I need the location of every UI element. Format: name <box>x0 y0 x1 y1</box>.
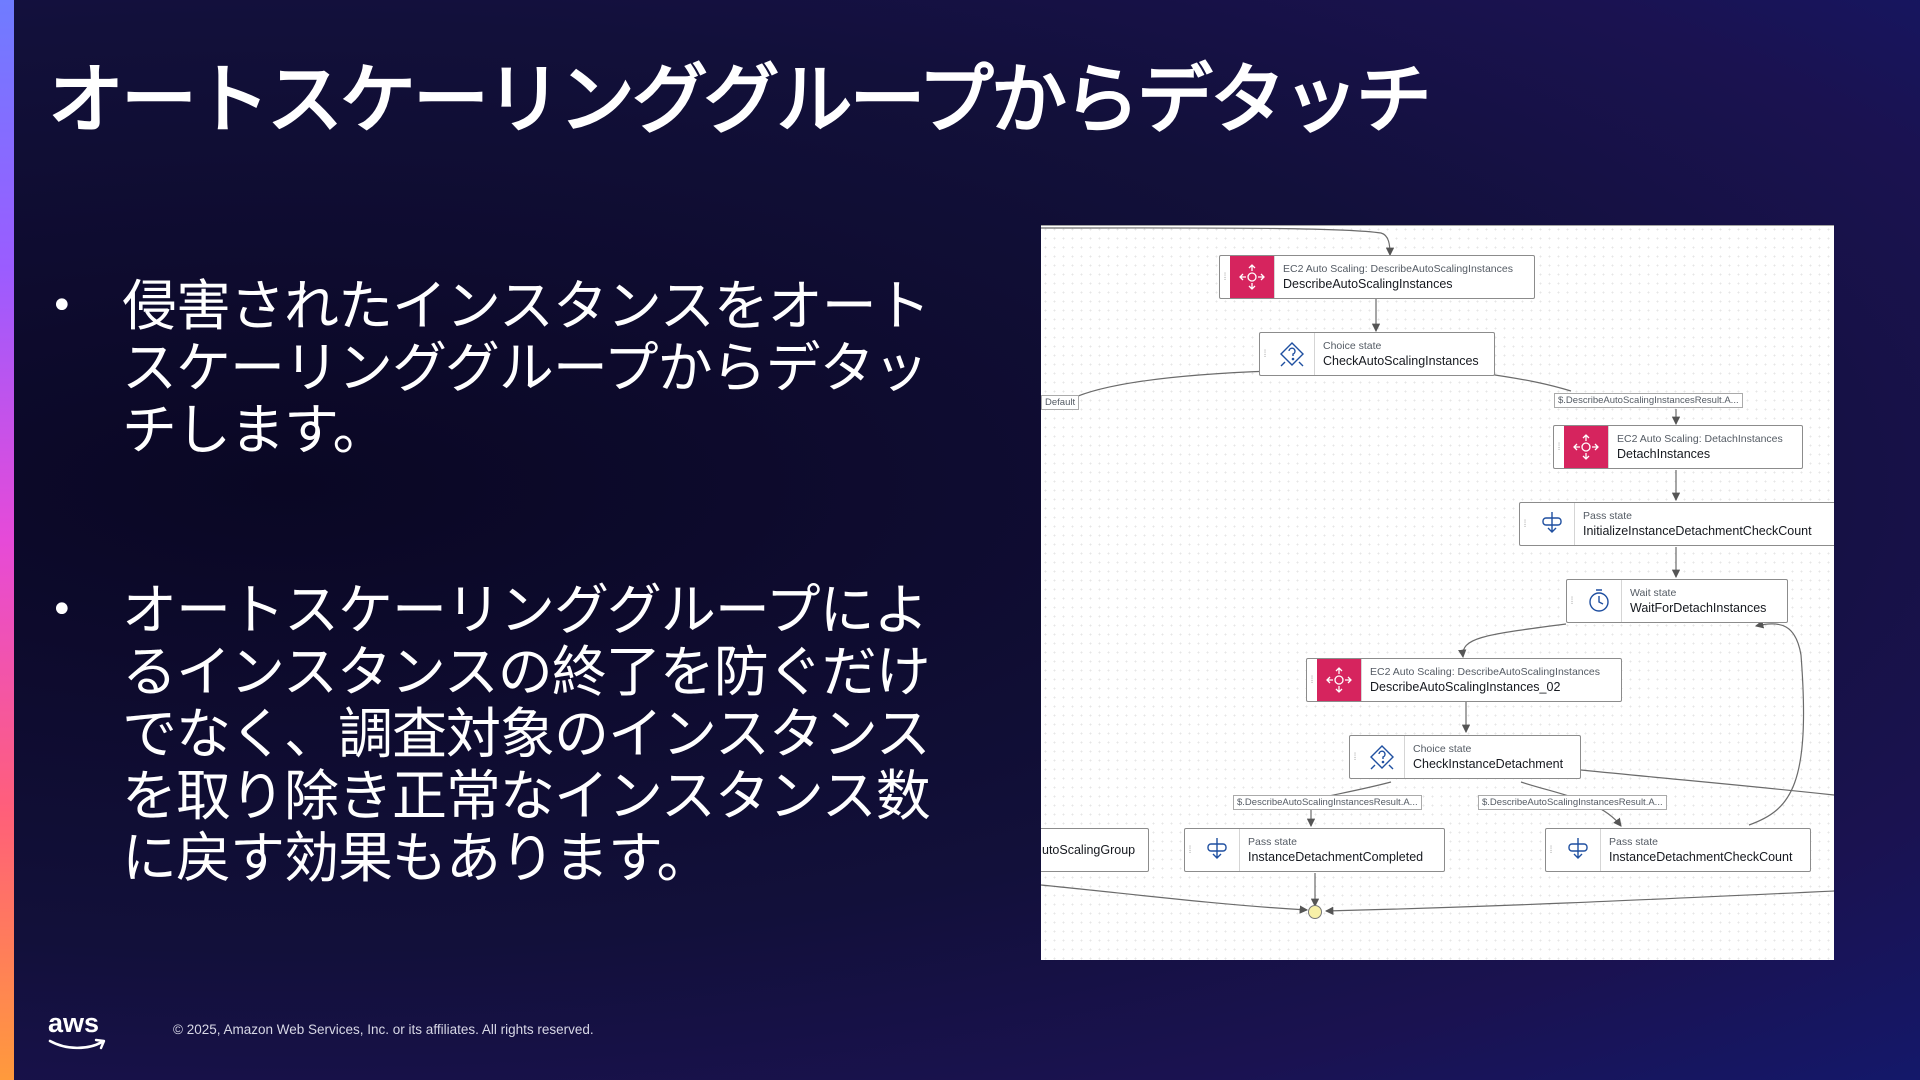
pass-state-icon <box>1556 829 1601 871</box>
node-type-label: EC2 Auto Scaling: DetachInstances <box>1617 432 1783 445</box>
node-describe-auto-scaling-instances[interactable]: ⁞ EC2 Auto Scaling: DescribeAutoScalingI… <box>1219 255 1535 299</box>
node-name-label: CheckAutoScalingInstances <box>1323 353 1479 368</box>
node-check-instance-detachment[interactable]: ⁞ Choice state CheckInstanceDetachment <box>1349 735 1581 779</box>
node-type-label: Pass state <box>1583 509 1633 522</box>
drag-handle-icon[interactable]: ⁞ <box>1188 844 1192 856</box>
node-type-label: Choice state <box>1413 742 1472 755</box>
edge-wait-to-describe2 <box>1458 623 1567 659</box>
aws-logo-text: aws <box>48 1008 100 1038</box>
node-name-label: InstanceDetachmentCompleted <box>1248 849 1424 864</box>
edge-right-to-end <box>1324 890 1834 916</box>
edge-left-to-end <box>1041 884 1309 914</box>
drag-handle-icon[interactable]: ⁞ <box>1223 271 1227 283</box>
node-initialize-instance-detachment-check-count[interactable]: ⁞ Pass state InitializeInstanceDetachmen… <box>1519 502 1834 546</box>
ec2-auto-scaling-icon <box>1230 256 1275 298</box>
end-state-node <box>1308 905 1322 919</box>
pass-state-icon <box>1530 503 1575 545</box>
bullet-list: • 侵害されたインスタンスをオートスケーリンググループからデタッチします。 • … <box>48 275 948 1007</box>
node-wait-for-detach-instances[interactable]: ⁞ Wait state WaitForDetachInstances <box>1566 579 1788 623</box>
choice-state-icon <box>1270 333 1315 375</box>
ec2-auto-scaling-icon <box>1564 426 1609 468</box>
wait-state-icon <box>1577 580 1622 622</box>
pass-state-icon <box>1195 829 1240 871</box>
edge-label-default: Default <box>1041 395 1080 410</box>
aws-logo: aws <box>48 1010 108 1050</box>
edge-choice-result <box>1480 372 1572 392</box>
bullet-marker: • <box>50 587 74 633</box>
node-type-label: Pass state <box>1248 835 1298 848</box>
node-name-label: WaitForDetachInstances <box>1630 600 1767 615</box>
drag-handle-icon[interactable]: ⁞ <box>1353 751 1357 763</box>
slide-title: オートスケーリンググループからデタッチ <box>48 55 1432 144</box>
node-check-auto-scaling-instances[interactable]: ⁞ Choice state CheckAutoScalingInstances <box>1259 332 1495 376</box>
drag-handle-icon[interactable]: ⁞ <box>1263 348 1267 360</box>
edge-label-condition: $.DescribeAutoScalingInstancesResult.A..… <box>1233 795 1422 810</box>
drag-handle-icon[interactable]: ⁞ <box>1549 844 1553 856</box>
node-describe-auto-scaling-instances-02[interactable]: ⁞ EC2 Auto Scaling: DescribeAutoScalingI… <box>1306 658 1622 702</box>
edge-label-condition: $.DescribeAutoScalingInstancesResult.A..… <box>1478 795 1667 810</box>
node-name-label: InstanceDetachmentCheckCount <box>1609 849 1793 864</box>
node-instance-detachment-completed[interactable]: ⁞ Pass state InstanceDetachmentCompleted <box>1184 828 1445 872</box>
copyright-notice: © 2025, Amazon Web Services, Inc. or its… <box>173 1022 594 1037</box>
node-instance-detachment-check-count[interactable]: ⁞ Pass state InstanceDetachmentCheckCoun… <box>1545 828 1811 872</box>
choice-state-icon <box>1360 736 1405 778</box>
aws-smile-icon <box>48 1038 106 1050</box>
bullet-text: 侵害されたインスタンスをオートスケーリンググループからデタッチします。 <box>122 274 931 462</box>
drag-handle-icon[interactable]: ⁞ <box>1570 595 1574 607</box>
bullet-item: • 侵害されたインスタンスをオートスケーリンググループからデタッチします。 <box>48 275 948 461</box>
bullet-item: • オートスケーリンググループによるインスタンスの終了を防ぐだけでなく、調査対象… <box>48 579 948 889</box>
ec2-auto-scaling-icon <box>1317 659 1362 701</box>
node-name-label: DescribeAutoScalingInstances_02 <box>1370 679 1561 694</box>
node-name-label: DetachInstances <box>1617 446 1711 461</box>
node-name-label: CheckInstanceDetachment <box>1413 756 1564 771</box>
node-type-label: EC2 Auto Scaling: DescribeAutoScalingIns… <box>1370 665 1600 678</box>
edge-loop-back <box>1748 620 1805 826</box>
node-detach-from-auto-scaling-group[interactable]: utoScalingGroup <box>1041 828 1149 872</box>
drag-handle-icon[interactable]: ⁞ <box>1523 518 1527 530</box>
bullet-marker: • <box>50 283 74 329</box>
bullet-text: オートスケーリンググループによるインスタンスの終了を防ぐだけでなく、調査対象のイ… <box>122 578 931 890</box>
accent-gradient-bar <box>0 0 14 1080</box>
node-name-label: utoScalingGroup <box>1042 842 1136 857</box>
node-type-label: Choice state <box>1323 339 1382 352</box>
drag-handle-icon[interactable]: ⁞ <box>1557 441 1561 453</box>
drag-handle-icon[interactable]: ⁞ <box>1310 674 1314 686</box>
node-name-label: DescribeAutoScalingInstances <box>1283 276 1453 291</box>
node-detach-instances[interactable]: ⁞ EC2 Auto Scaling: DetachInstances Deta… <box>1553 425 1803 469</box>
node-type-label: EC2 Auto Scaling: DescribeAutoScalingIns… <box>1283 262 1513 275</box>
node-type-label: Wait state <box>1630 586 1677 599</box>
node-name-label: InitializeInstanceDetachmentCheckCount <box>1583 523 1812 538</box>
edge-check2-right <box>1580 769 1834 796</box>
edge-label-condition: $.DescribeAutoScalingInstancesResult.A..… <box>1554 393 1743 408</box>
step-functions-workflow-diagram: ⁞ EC2 Auto Scaling: DescribeAutoScalingI… <box>1041 225 1834 960</box>
edge-start <box>1041 227 1395 257</box>
diagram-edges <box>1041 225 1834 916</box>
node-type-label: Pass state <box>1609 835 1659 848</box>
